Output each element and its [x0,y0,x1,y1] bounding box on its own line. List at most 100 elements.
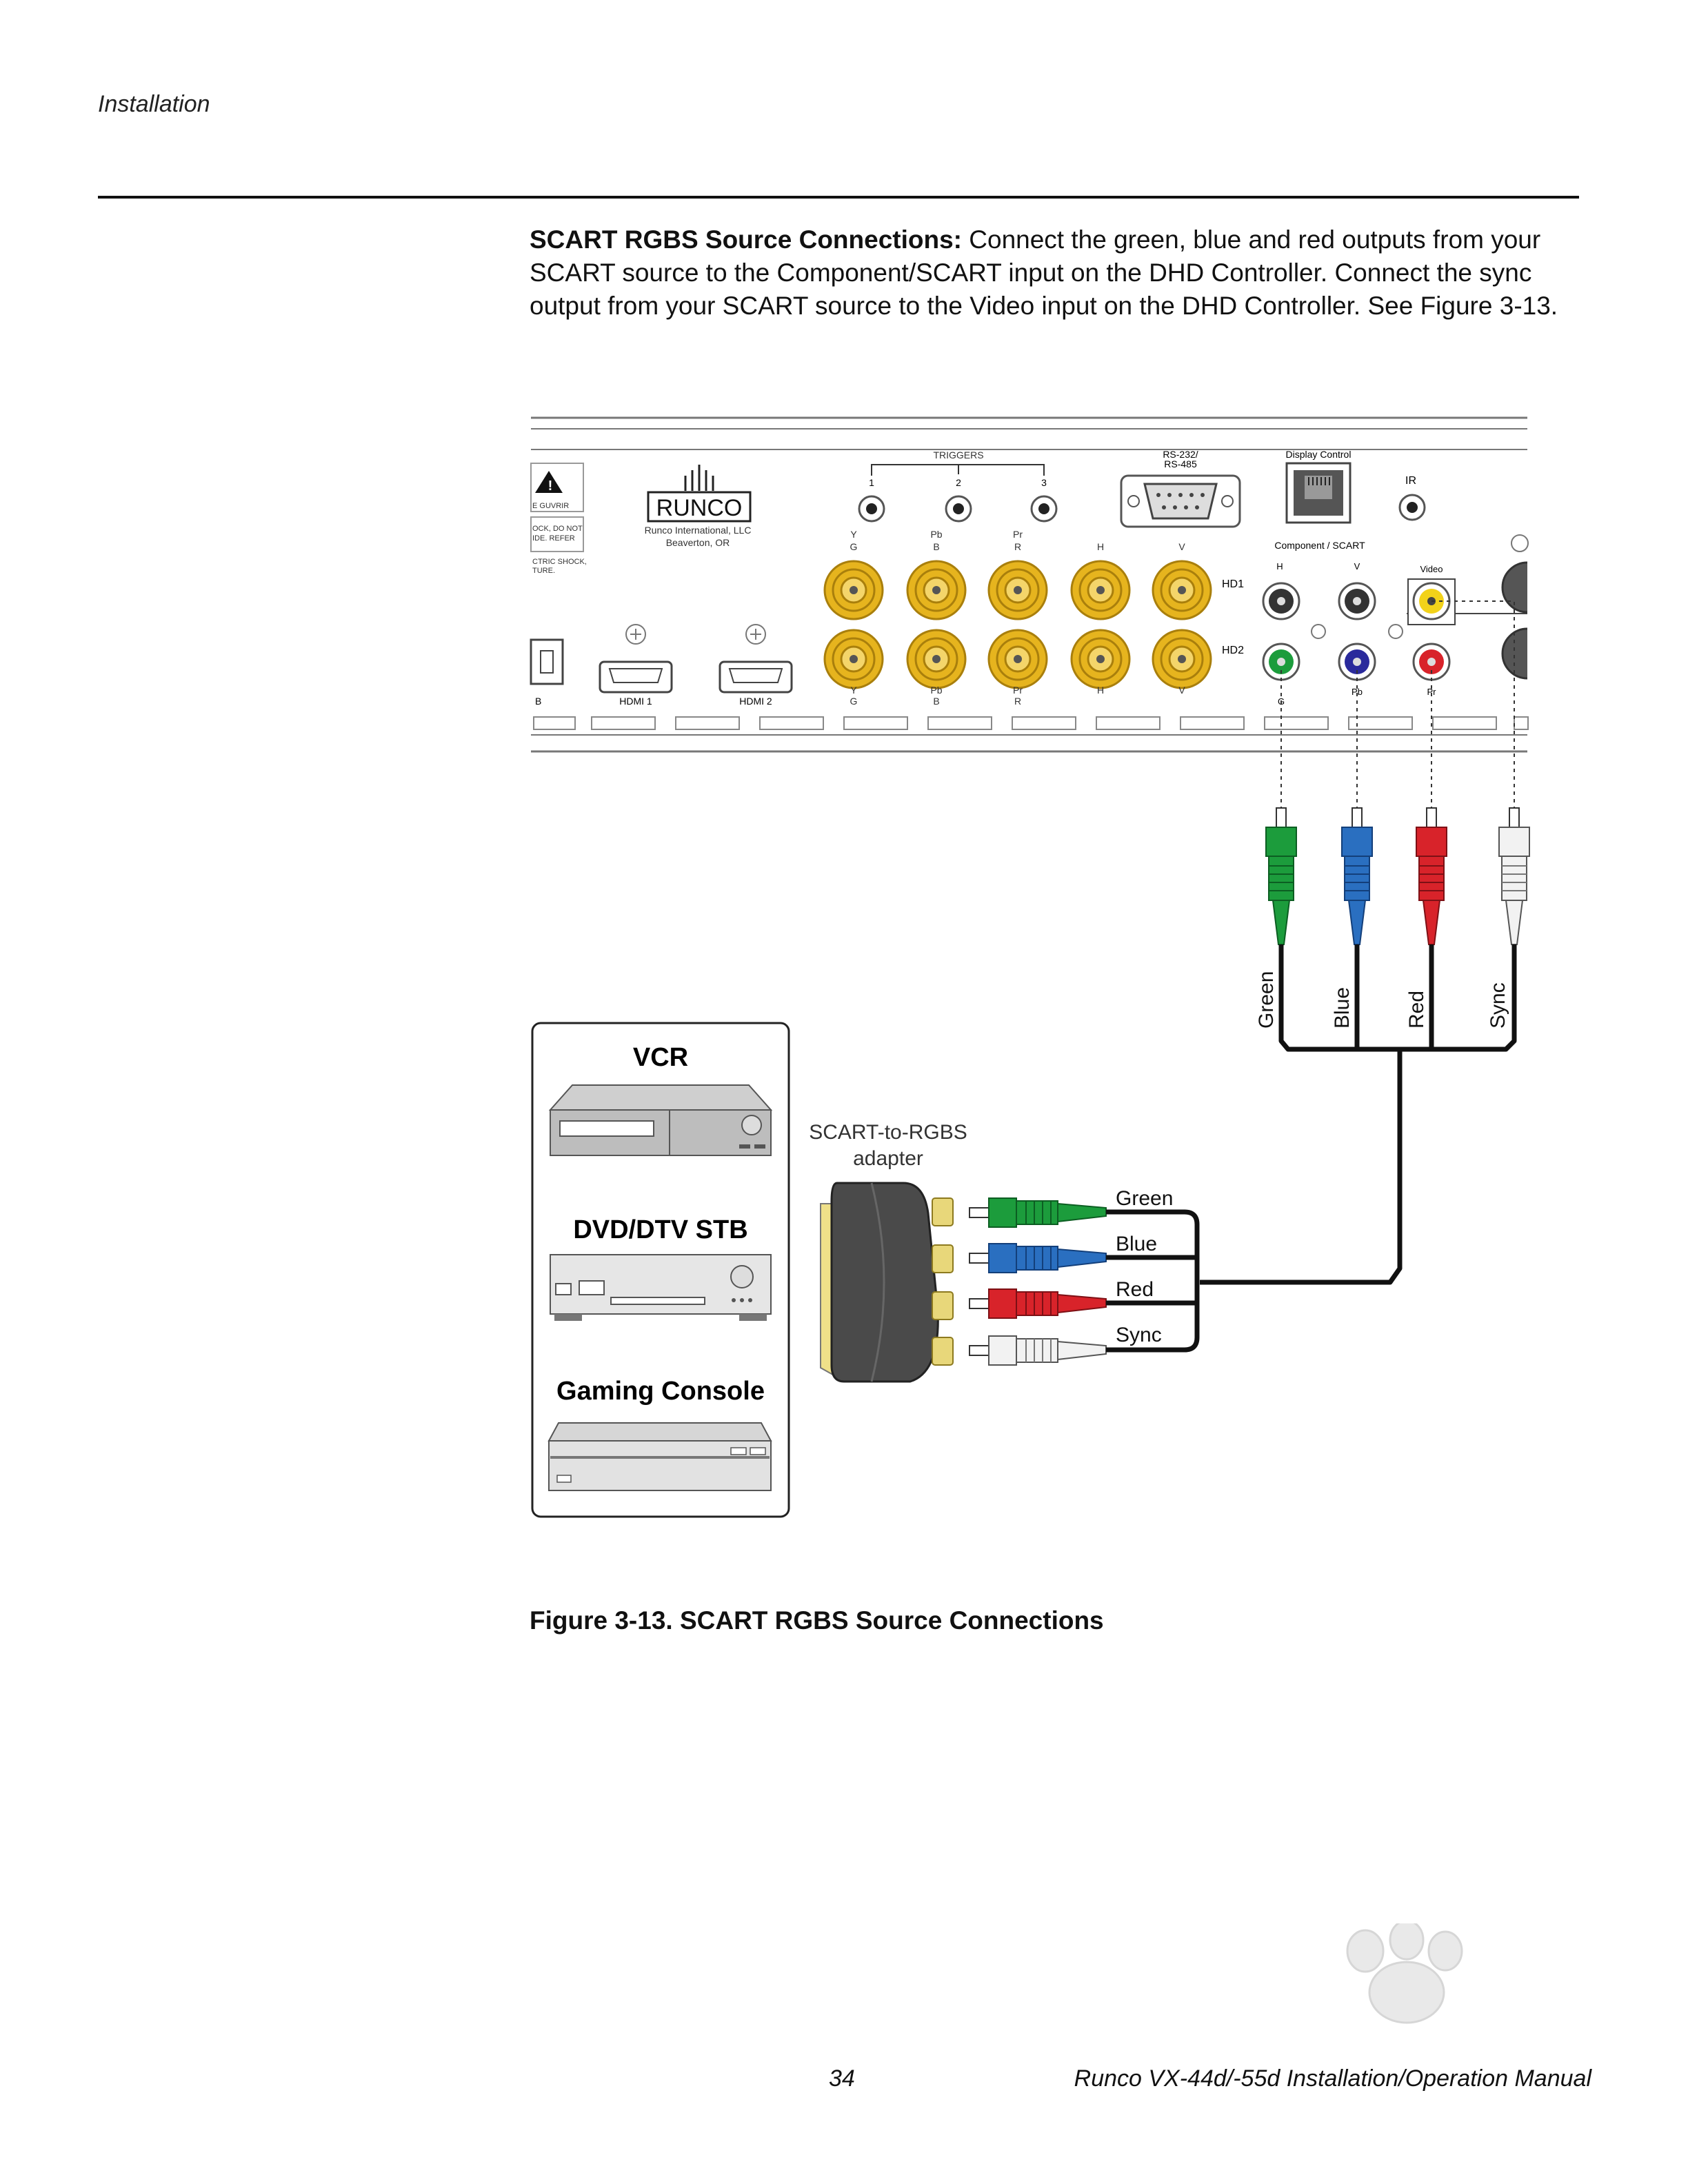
bnc-connectors [823,560,1212,689]
source-dvd-label: DVD/DTV STB [573,1215,747,1244]
warning-text-4: CTRIC SHOCK, [532,558,587,566]
video-label: Video [1420,564,1443,574]
bnc-connector [1152,629,1212,689]
rs232-label-2: RS-485 [1164,458,1197,469]
bnc-connector [987,629,1048,689]
horizontal-plug-green [969,1197,1107,1228]
svg-text:R: R [1014,541,1021,552]
bnc-connector [1070,629,1131,689]
rs232-label-1: RS-232/ [1163,449,1198,460]
cable-label-blue: Blue [1331,987,1354,1029]
source-gaming-label: Gaming Console [556,1377,765,1406]
watermark-logo [1346,1923,1463,2024]
comp-v-label: V [1354,561,1360,572]
display-control-label: Display Control [1286,449,1352,460]
body-paragraph: SCART RGBS Source Connections: Connect t… [530,223,1591,323]
svg-text:G: G [850,696,858,707]
rca-plug-green [1265,807,1297,945]
warning-text-2: OCK, DO NOT [532,525,583,533]
hdmi1-label: HDMI 1 [619,696,652,707]
scart-adapter: SCART-to-RGBS adapter [809,1121,967,1383]
output-label-red: Red [1116,1278,1154,1301]
adapter-output-labels: Green Blue Red Sync [1116,1187,1173,1346]
bnc-connector [1152,560,1212,620]
adapter-label-1: SCART-to-RGBS [809,1121,967,1144]
comp-h-label: H [1276,561,1283,572]
hdmi2-label: HDMI 2 [739,696,772,707]
leader-lines [1280,600,1515,813]
svg-text:Pb: Pb [930,685,942,696]
horizontal-plug-blue [969,1243,1107,1273]
dvd-device [550,1254,772,1321]
cable-label-red: Red [1405,991,1428,1029]
svg-text:Y: Y [850,685,857,696]
svg-text:Pr: Pr [1013,685,1023,696]
trigger-1-label: 1 [869,477,874,488]
logo-text: RUNCO [656,495,743,521]
rear-panel: ! E GUVRIR OCK, DO NOT IDE. REFER CTRIC … [530,416,1529,753]
usb-b-label: B [535,696,541,707]
bnc-connector [906,629,967,689]
runco-logo: RUNCO Runco International, LLC Beaverton… [645,465,752,548]
component-scart-label: Component / SCART [1274,540,1365,551]
svg-text:B: B [933,696,939,707]
warning-label: ! E GUVRIR OCK, DO NOT IDE. REFER CTRIC … [530,463,587,575]
bnc-connector [987,560,1048,620]
svg-text:Pr: Pr [1013,529,1023,540]
page-number: 34 [829,2065,855,2092]
hd2-label: HD2 [1222,645,1244,656]
svg-text:H: H [1097,685,1104,696]
warning-text-1: E GUVRIR [532,502,569,510]
trigger-2-label: 2 [956,477,961,488]
rca-plug-white [1498,807,1530,945]
horizontal-plug-white [969,1335,1107,1366]
warning-text-5: TURE. [532,567,555,575]
svg-text:H: H [1097,541,1104,552]
manual-title: Runco VX-44d/-55d Installation/Operation… [1074,2065,1591,2092]
company-line-1: Runco International, LLC [645,525,752,536]
trigger-jacks [858,495,1058,523]
bnc-connector [823,560,884,620]
bnc-top-labels: YG PbB PrR H V [850,529,1186,552]
svg-text:Pb: Pb [930,529,942,540]
component-scart-section: Component / SCART H V Video HD1 HD2 G Pb… [1222,534,1529,707]
figure-caption: Figure 3-13. SCART RGBS Source Connectio… [530,1606,1104,1635]
svg-text:R: R [1014,696,1021,707]
company-line-2: Beaverton, OR [666,537,730,548]
svg-text:V: V [1178,541,1185,552]
bnc-connector [823,629,884,689]
cable-label-green: Green [1255,971,1278,1029]
triggers-label: TRIGGERS [933,449,983,461]
ir-jack: IR [1398,475,1426,521]
hd1-label: HD1 [1222,578,1244,590]
panel-bottom-slots [533,716,1529,730]
svg-text:Y: Y [850,529,857,540]
hdmi-ports: HDMI 1 HDMI 2 B [530,624,793,707]
rs232-port: RS-232/ RS-485 [1120,449,1241,528]
svg-text:G: G [850,541,858,552]
output-label-blue: Blue [1116,1233,1157,1255]
display-control-port: Display Control [1285,449,1352,524]
vertical-cable-labels: Green Blue Red Sync [1255,971,1509,1029]
gaming-device [547,1422,772,1491]
warning-text-3: IDE. REFER [532,534,575,543]
header-rule [98,196,1579,199]
section-label: Installation [98,91,210,117]
source-devices-box: VCR DVD/DTV STB Gaming Console [531,1022,790,1518]
source-vcr-label: VCR [633,1043,688,1072]
output-label-green: Green [1116,1187,1173,1210]
trigger-3-label: 3 [1041,477,1047,488]
triggers-group: TRIGGERS 1 2 3 [858,449,1058,523]
rca-plug-blue [1341,807,1373,945]
comp-bottom-pr: Pr [1427,687,1437,697]
vcr-device [548,1084,773,1156]
bnc-bottom-labels: YG PbB PrR H V [850,685,1186,707]
bnc-connector [1070,560,1131,620]
vertical-cables [1200,944,1517,1285]
paragraph-text: Connect the green, blue and red outputs … [530,225,1558,320]
output-label-sync: Sync [1116,1324,1162,1346]
svg-text:!: ! [548,478,553,494]
adapter-label-2: adapter [853,1147,923,1170]
horizontal-cables [1106,1209,1200,1353]
